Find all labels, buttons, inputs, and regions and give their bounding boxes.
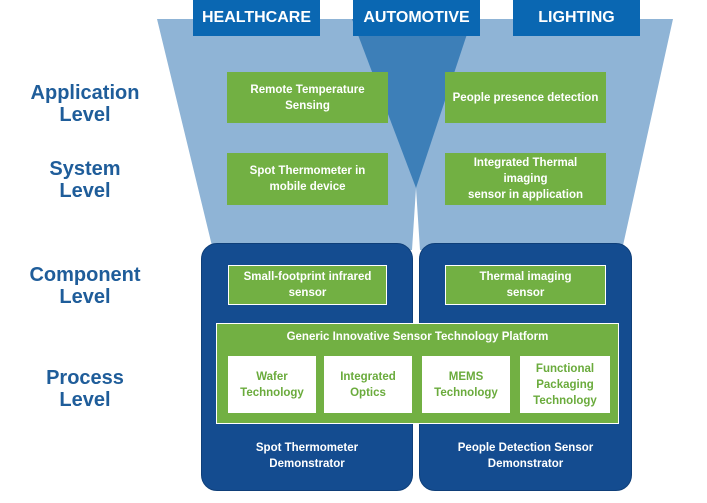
level-label-line: Level — [59, 104, 111, 126]
right-system-box: Integrated Thermal imaging sensor in app… — [445, 153, 606, 205]
level-label-line: Level — [59, 286, 111, 308]
technology-box-optics: Integrated Optics — [324, 356, 412, 413]
automotive-funnel — [352, 19, 472, 188]
tab-lighting: LIGHTING — [513, 0, 640, 36]
right-component-box: Thermal imaging sensor — [445, 265, 606, 305]
tab-automotive: AUTOMOTIVE — [353, 0, 480, 36]
level-label-line: Level — [59, 389, 111, 411]
right-demonstrator-label: People Detection Sensor Demonstrator — [419, 440, 632, 472]
box-text-line: sensor — [506, 287, 545, 299]
left-demonstrator-label: Spot Thermometer Demonstrator — [201, 440, 413, 472]
box-text-line: Packaging — [536, 378, 594, 391]
demonstrator-text-line: Demonstrator — [487, 458, 564, 470]
level-label-line: Level — [59, 180, 111, 202]
system-level-label: System Level — [20, 158, 150, 202]
box-text-line: People presence detection — [452, 91, 599, 104]
level-label-line: Application — [30, 82, 140, 104]
box-text-line: Functional — [535, 362, 595, 375]
box-text-line: Integrated Thermal imaging — [473, 157, 578, 185]
box-text-line: Small-footprint infrared — [243, 271, 372, 283]
left-component-box: Small-footprint infrared sensor — [228, 265, 387, 305]
box-text-line: Optics — [350, 386, 386, 399]
box-text-line: Sensing — [285, 99, 330, 112]
level-label-line: System — [49, 158, 121, 180]
component-level-label: Component Level — [20, 264, 150, 308]
demonstrator-text-line: Spot Thermometer — [255, 442, 359, 454]
box-text-line: Technology — [434, 386, 498, 399]
process-level-label: Process Level — [20, 367, 150, 411]
box-text-line: Technology — [240, 386, 304, 399]
technology-box-packaging: Functional Packaging Technology — [520, 356, 610, 413]
box-text-line: sensor — [288, 287, 327, 299]
right-application-box: People presence detection — [445, 72, 606, 123]
technology-box-wafer: Wafer Technology — [228, 356, 316, 413]
level-label-line: Component — [29, 264, 141, 286]
technology-box-mems: MEMS Technology — [422, 356, 510, 413]
box-text-line: mobile device — [269, 181, 346, 193]
demonstrator-text-line: People Detection Sensor — [457, 442, 594, 454]
box-text-line: MEMS — [448, 370, 484, 383]
box-text-line: Spot Thermometer in — [249, 165, 366, 177]
left-application-box: Remote Temperature Sensing — [227, 72, 388, 123]
left-system-box: Spot Thermometer in mobile device — [227, 153, 388, 205]
box-text-line: Thermal imaging — [479, 271, 572, 283]
platform-title: Generic Innovative Sensor Technology Pla… — [286, 331, 549, 343]
level-label-line: Process — [46, 367, 124, 389]
box-text-line: Technology — [533, 394, 597, 407]
application-level-label: Application Level — [20, 82, 150, 126]
box-text-line: Integrated — [340, 370, 396, 383]
demonstrator-text-line: Demonstrator — [269, 458, 345, 470]
box-text-line: Wafer — [256, 370, 288, 383]
tab-healthcare: HEALTHCARE — [193, 0, 320, 36]
box-text-line: Remote Temperature — [250, 83, 365, 96]
box-text-line: sensor in application — [467, 189, 584, 201]
